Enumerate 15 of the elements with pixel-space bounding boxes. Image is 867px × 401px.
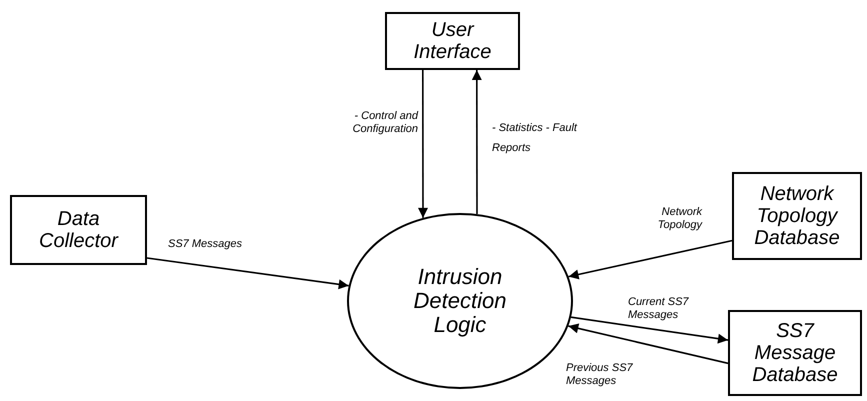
entity-box (728, 310, 862, 396)
entity-box (10, 195, 147, 265)
arrow (568, 240, 732, 280)
node-label: User Interface (412, 19, 492, 63)
arrow (568, 323, 728, 364)
arrow (418, 70, 428, 218)
arrow (146, 257, 349, 290)
arrow (472, 70, 482, 214)
entity-box (732, 172, 862, 260)
node-label: Intrusion Detection Logic (412, 264, 508, 338)
entity-box (385, 12, 520, 70)
node-label: SS7 Message Database (751, 320, 839, 386)
node-label: Network Topology Database (753, 183, 841, 249)
node-label: Data Collector (38, 208, 120, 252)
arrow (570, 316, 728, 344)
